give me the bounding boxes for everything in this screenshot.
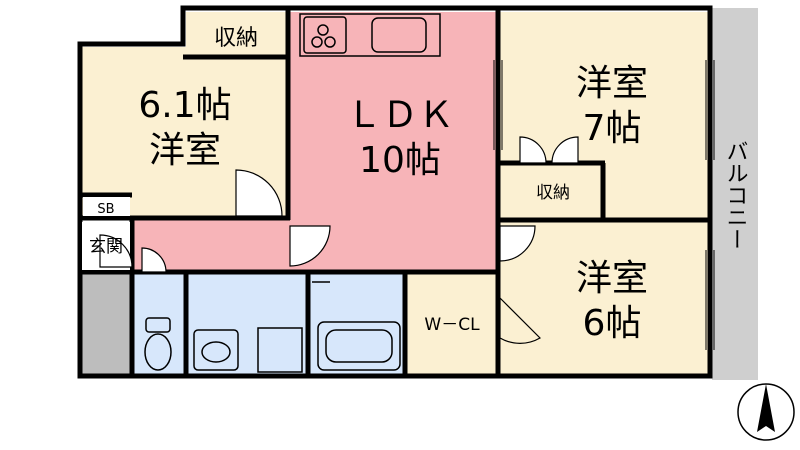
doors <box>99 136 579 344</box>
room-western-a-type: 洋室 <box>149 130 221 171</box>
walk-in-closet-floor <box>405 272 498 374</box>
shoe-box-label: SB <box>97 202 114 217</box>
room-western-c-size: 6帖 <box>583 303 642 344</box>
balcony-label: バルコニー <box>723 140 748 250</box>
room-western-c-type: 洋室 <box>576 258 648 299</box>
bathroom-floor <box>310 272 403 374</box>
washbasin-icon <box>193 329 239 371</box>
sink-icon <box>371 17 427 53</box>
room-western-a-size: 6.1帖 <box>138 85 231 126</box>
room-western-c-floor <box>500 222 708 374</box>
room-western-b-size: 7帖 <box>583 108 642 149</box>
entrance-label: 玄関 <box>89 237 123 257</box>
storage-top-label: 収納 <box>214 26 258 51</box>
grey-block <box>82 272 132 374</box>
windows <box>493 60 715 350</box>
room-western-b-type: 洋室 <box>576 63 648 104</box>
storage-top-floor <box>186 12 288 56</box>
stove-icon <box>303 16 347 54</box>
storage-mid-label: 収納 <box>536 183 570 203</box>
walk-in-closet-label: W－CL <box>424 315 480 335</box>
balcony-floor <box>712 8 758 380</box>
ldk-type: ＬＤＫ <box>346 95 454 136</box>
shoe-box-floor <box>83 197 130 216</box>
kitchen <box>299 13 441 57</box>
washroom-floor <box>186 272 308 374</box>
washing-machine-icon <box>257 327 303 373</box>
ldk-size: 10帖 <box>359 140 441 181</box>
bathtub-icon <box>317 321 401 371</box>
toilet-tank-icon <box>145 317 171 333</box>
fixtures <box>144 281 401 373</box>
toilet-bowl-icon <box>144 333 172 371</box>
toilet-floor <box>134 272 184 374</box>
storage-mid-floor <box>503 165 603 215</box>
north-arrow-icon <box>737 383 795 441</box>
